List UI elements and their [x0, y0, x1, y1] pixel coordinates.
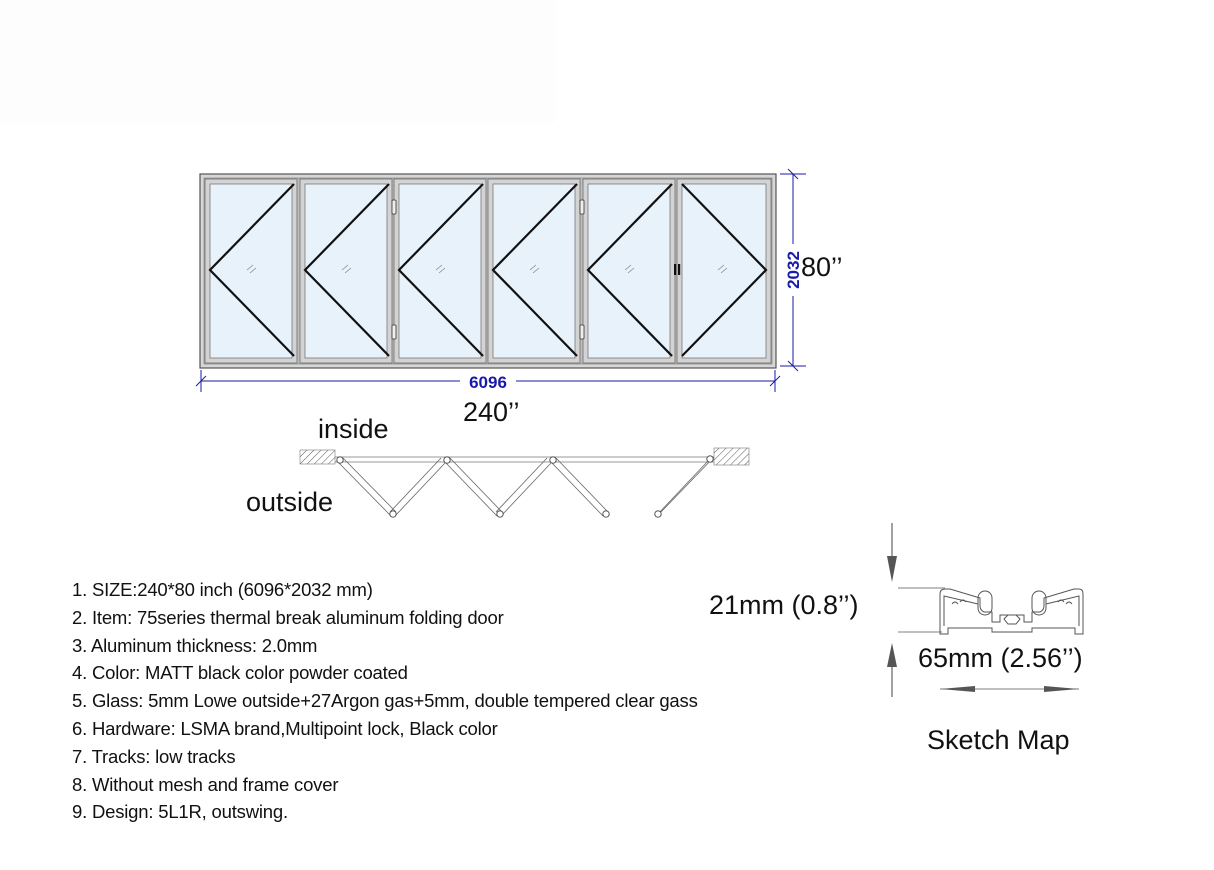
- width-dimension: [195, 370, 781, 392]
- door-panel-1: [204, 178, 298, 364]
- height-dimension: [780, 168, 806, 372]
- spec-item: 1. SIZE:240*80 inch (6096*2032 mm): [72, 579, 373, 600]
- spec-list: 1. SIZE:240*80 inch (6096*2032 mm) 2. It…: [72, 576, 698, 826]
- spec-item: 8. Without mesh and frame cover: [72, 773, 339, 795]
- inside-label: inside: [318, 414, 389, 444]
- spec-item: 3. Aluminum thickness: 2.0mm: [72, 634, 318, 656]
- hinge-icons: [391, 199, 585, 340]
- door-panel-6: [676, 178, 772, 364]
- profile-height-label: 21mm (0.8’’): [709, 590, 859, 620]
- spec-item: 6. Hardware: LSMA brand,Multipoint lock,…: [72, 717, 498, 739]
- spec-item: 7. Tracks: low tracks: [72, 745, 236, 767]
- spec-item: 5. Glass: 5mm Lowe outside+27Argon gas+5…: [72, 690, 698, 712]
- spec-item: 4. Color: MATT black color powder coated: [72, 662, 408, 684]
- height-inch-label: 80’’: [801, 252, 843, 282]
- height-mm-label: 2032: [784, 251, 803, 289]
- background-panel: [0, 0, 556, 124]
- outside-label: outside: [246, 487, 334, 517]
- width-mm-label: 6096: [469, 373, 507, 392]
- door-panel-5: [582, 178, 676, 364]
- profile-width-label: 65mm (2.56’’): [918, 643, 1083, 673]
- right-wall: [713, 447, 750, 466]
- fold-plan-view: [299, 447, 750, 518]
- door-panels: [204, 178, 772, 364]
- width-inch-label: 240’’: [463, 397, 520, 427]
- sketch-map-profile: [887, 523, 1084, 697]
- door-panel-4: [487, 178, 581, 364]
- handle-icon: [674, 264, 681, 275]
- spec-item: 9. Design: 5L1R, outswing.: [72, 801, 288, 823]
- spec-item: 2. Item: 75series thermal break aluminum…: [72, 606, 504, 628]
- door-panel-3: [393, 178, 487, 364]
- door-panel-2: [299, 178, 393, 364]
- sketch-map-title: Sketch Map: [927, 725, 1070, 755]
- left-wall: [299, 449, 336, 465]
